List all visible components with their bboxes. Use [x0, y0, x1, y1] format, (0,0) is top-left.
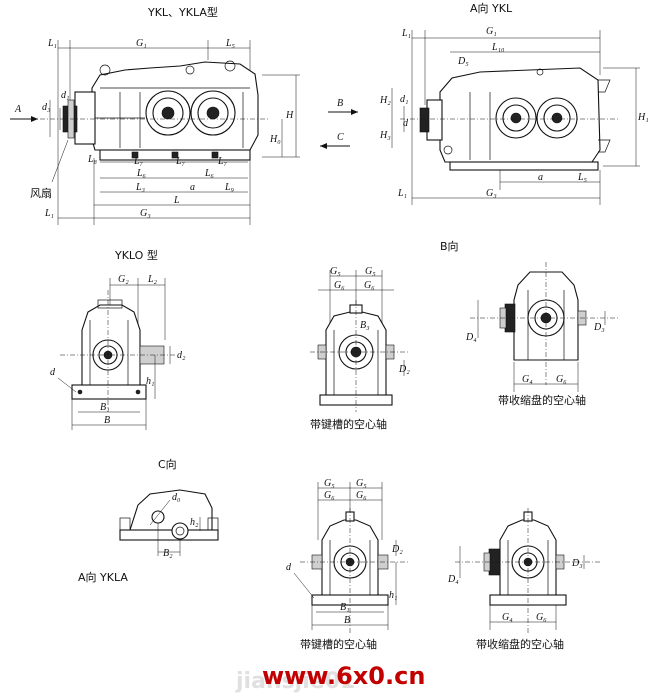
- dim-D5: D₅: [457, 56, 469, 67]
- dim-L1-bottom: L₁: [44, 208, 54, 219]
- view-bottom-keyed: G₅ G₅ G₆ G₆ D₂ d h₁ B₁ B 带键槽的空心轴: [286, 478, 410, 651]
- dim-G3: G₃: [140, 208, 151, 219]
- title-view-c: C向: [158, 457, 177, 471]
- view-bottom-shrink: D₄ D₃ G₄ G₆ 带收缩盘的空心轴: [447, 508, 600, 651]
- watermark: jiansjie01 www.6x0.cn: [235, 662, 425, 694]
- caption-shrink-2: 带收缩盘的空心轴: [476, 637, 564, 651]
- dim-d-ar: d: [403, 118, 409, 129]
- caption-keyed-1: 带键槽的空心轴: [310, 417, 387, 431]
- dim-G4-b: G₄: [522, 374, 533, 385]
- dim-D3-b: D₃: [593, 322, 605, 333]
- dim-h1-yklo: h₁: [146, 376, 154, 387]
- dim-D2-c: D₂: [391, 544, 403, 555]
- dim-B-yklo: B: [104, 415, 110, 426]
- dim-L1-ar-top: L₁: [401, 28, 411, 39]
- dim-a-ar: a: [538, 172, 543, 183]
- fan-label: 风扇: [30, 186, 52, 200]
- dim-L7-a: L₇: [133, 156, 144, 167]
- dim-D3-c: D₃: [571, 558, 583, 569]
- dim-G2: G₂: [118, 274, 129, 285]
- dim-d2-yklo: d₂: [177, 350, 186, 361]
- view-b-keyed: G₅ G₅ G₆ G₆ B₃ D₂ 带键槽的空心轴: [310, 266, 410, 431]
- arrow-B-label: B: [337, 98, 343, 109]
- watermark-faint: jiansjie01: [235, 669, 355, 694]
- title-view-a-ykla: A向 YKLA: [78, 570, 128, 584]
- dim-d-c: d: [286, 562, 292, 573]
- dim-G1-ar: G₁: [486, 26, 497, 37]
- dim-H2: H₂: [379, 95, 391, 106]
- dim-G5-c-b: G₅: [356, 478, 367, 489]
- dim-B1-yklo: B₁: [100, 402, 110, 413]
- arrow-A-label: A: [14, 104, 22, 115]
- dim-G5-c-a: G₅: [324, 478, 335, 489]
- dim-G6-c-a: G₆: [324, 490, 335, 501]
- dim-G6-c-b: G₆: [356, 490, 367, 501]
- dim-d1: d₁: [61, 90, 69, 101]
- title-yklo: YKLO 型: [114, 248, 158, 262]
- view-a-ykl: A向 YKL L₁ G₁ L₁₀ D₅ H₁ H₂ H₃: [379, 1, 649, 205]
- dim-L5: L₅: [225, 38, 236, 49]
- dim-D2-b: D₂: [398, 364, 410, 375]
- dim-H: H: [285, 110, 294, 121]
- view-yklo: YKLO 型 G₂ L₂ d₂ h₁ d B₁ B: [50, 248, 186, 430]
- dim-d3: d₃: [42, 102, 51, 113]
- view-c: C向 d₀ h₂ B₂ A向 YKLA: [78, 457, 219, 584]
- view-b-shrink: B向 D₄ D₃ G₄ G₆ 带收缩盘的空心轴: [440, 239, 620, 407]
- dim-L3: L₃: [135, 182, 146, 193]
- dim-G3-ar: G₃: [486, 188, 497, 199]
- title-view-a-ykl: A向 YKL: [470, 1, 513, 15]
- caption-shrink-1: 带收缩盘的空心轴: [498, 393, 586, 407]
- dim-L10: L₁₀: [491, 42, 505, 53]
- dim-D4-c: D₄: [447, 574, 459, 585]
- dim-L6-a: L₆: [136, 168, 147, 179]
- dim-L5-ar: L₅: [577, 172, 588, 183]
- dim-B-c: B: [344, 615, 350, 626]
- dim-H0: H₀: [269, 134, 281, 145]
- dim-G6-b-shrink: G₆: [556, 374, 567, 385]
- dim-a: a: [190, 182, 195, 193]
- dim-G5-b-a: G₅: [330, 266, 341, 277]
- dim-G6-c-shrink: G₆: [536, 612, 547, 623]
- dim-G5-b-b: G₅: [365, 266, 376, 277]
- dim-G6-b-a: G₆: [334, 280, 345, 291]
- dim-h2: h₂: [190, 517, 199, 528]
- dim-d0: d₀: [172, 492, 181, 503]
- dim-h1-c: h₁: [389, 590, 397, 601]
- dim-L2: L₂: [147, 274, 158, 285]
- dim-d-yklo: d: [50, 367, 56, 378]
- dim-H3: H₃: [379, 130, 391, 141]
- view-arrows-bc: B C: [320, 98, 358, 149]
- title-view-b: B向: [440, 239, 459, 253]
- dim-L6-b: L₆: [204, 168, 215, 179]
- dim-d1-ar: d₁: [400, 94, 408, 105]
- dim-D4-b: D₄: [465, 332, 477, 343]
- dim-L: L: [173, 195, 180, 206]
- caption-keyed-2: 带键槽的空心轴: [300, 637, 377, 651]
- watermark-url: www.6x0.cn: [262, 662, 425, 690]
- dim-L8: L₈: [87, 154, 98, 165]
- dim-L7-b: L₇: [175, 156, 186, 167]
- dim-L1-ar-bottom: L₁: [397, 188, 407, 199]
- dim-L9: L₉: [224, 182, 235, 193]
- dim-H1: H₁: [637, 112, 649, 123]
- dim-L1-top: L₁: [47, 38, 57, 49]
- dim-L7-c: L₇: [217, 156, 228, 167]
- dim-B2: B₂: [163, 548, 173, 559]
- dim-G1: G₁: [136, 38, 147, 49]
- dim-B1-c: B₁: [340, 602, 350, 613]
- dim-B3: B₃: [360, 320, 370, 331]
- title-ykl-ykla: YKL、YKLA型: [147, 5, 218, 19]
- dim-G6-b-b: G₆: [364, 280, 375, 291]
- main-view-ykl-ykla: YKL、YKLA型 L₁ G₁ L₅: [10, 5, 300, 225]
- dim-G4-c: G₄: [502, 612, 513, 623]
- arrow-C-label: C: [337, 132, 344, 143]
